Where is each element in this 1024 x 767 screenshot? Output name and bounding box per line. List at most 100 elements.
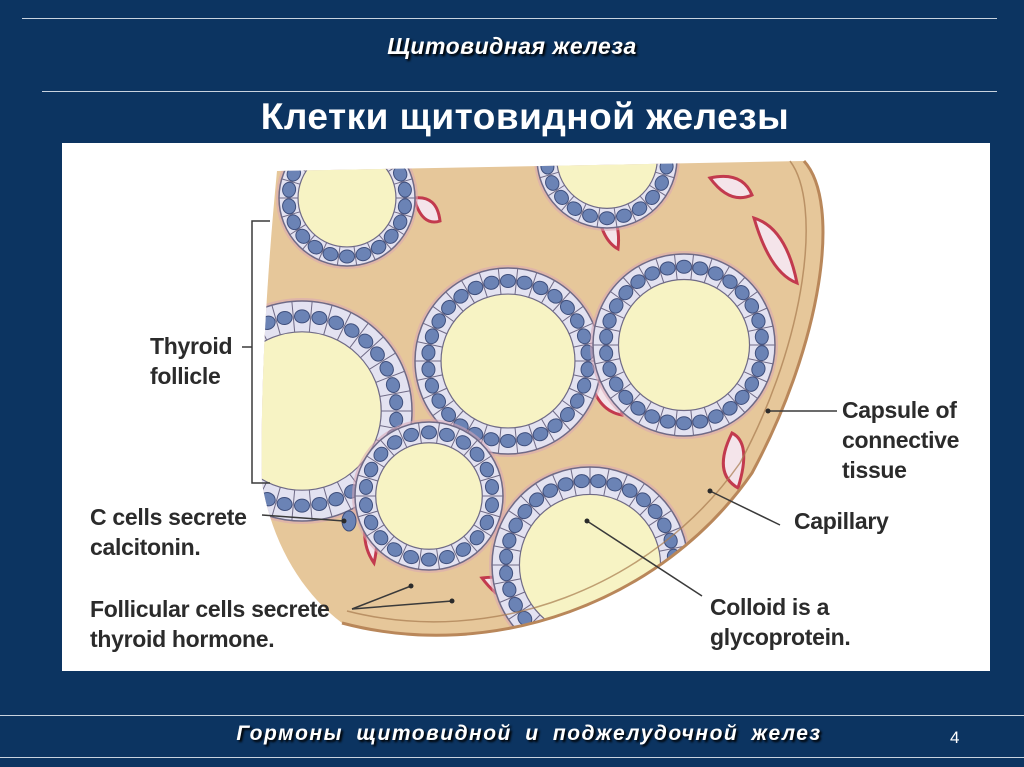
cell-border [432, 305, 455, 323]
colloid-leader-line [586, 520, 703, 597]
cell-border [655, 258, 665, 283]
nucleus [608, 376, 624, 392]
cell-border [417, 548, 422, 570]
cell-border [393, 211, 413, 218]
nucleus [201, 412, 215, 428]
nucleus [282, 198, 297, 215]
cell-border [379, 390, 411, 397]
nucleus [754, 328, 769, 345]
nucleus [751, 361, 766, 378]
nucleus [386, 435, 403, 450]
follicular-leader-line-1 [351, 585, 412, 610]
cell-border [639, 195, 654, 212]
footer-rule-top [0, 715, 1024, 716]
cell-border [291, 301, 296, 333]
cell-border [436, 422, 441, 444]
cell-border [353, 246, 358, 266]
nucleus [666, 565, 681, 582]
capillary-9 [721, 430, 746, 491]
cell-border [560, 195, 575, 212]
nucleus [654, 175, 669, 191]
nucleus [532, 280, 549, 296]
cell-border [547, 184, 565, 197]
nucleus [208, 444, 226, 463]
cell-border [493, 578, 521, 585]
cell-border [743, 307, 768, 319]
cell-border [380, 439, 395, 457]
cell-border [535, 483, 552, 507]
cell-border [528, 424, 538, 450]
cell-border [561, 399, 584, 417]
nucleus [631, 201, 648, 216]
capillary-2 [412, 196, 442, 224]
cell-border [703, 258, 713, 283]
cell-border [552, 291, 571, 312]
cell-border [736, 291, 758, 307]
cell-border [655, 171, 675, 179]
colloid [518, 493, 662, 636]
cell-border [743, 371, 768, 383]
cell-border [397, 544, 408, 564]
nucleus [306, 143, 326, 158]
cell-border [716, 265, 730, 289]
thyroid-illustration [194, 143, 837, 656]
nucleus [659, 143, 674, 158]
nucleus [722, 274, 738, 290]
nucleus [590, 642, 606, 656]
nucleus [630, 274, 646, 290]
nucleus [630, 400, 646, 416]
cell-border [323, 305, 333, 335]
nucleus [751, 312, 766, 329]
label-colloid-line-2: glycoprotein. [710, 624, 851, 650]
cell-border [541, 280, 555, 304]
nucleus [294, 498, 310, 513]
colloid [375, 442, 483, 550]
cell-border [387, 224, 405, 236]
cell-border [194, 426, 224, 432]
nucleus [386, 542, 403, 557]
label-thyroid-follicle: Thyroid follicle [150, 331, 233, 391]
cell-border [570, 634, 577, 636]
cell-border [497, 268, 502, 295]
nucleus [421, 344, 436, 361]
nucleus [573, 474, 590, 489]
nucleus [328, 315, 345, 330]
cell-border [540, 143, 559, 144]
cell-border [568, 387, 594, 400]
nucleus [556, 637, 574, 654]
nucleus [570, 313, 585, 329]
nucleus [559, 406, 575, 423]
capillary-8 [751, 215, 799, 286]
cell-border [736, 383, 758, 399]
nucleus [744, 298, 760, 314]
nucleus [499, 548, 514, 565]
label-capsule: Capsule of connective tissue [842, 395, 959, 485]
nucleus [340, 143, 355, 146]
cell-border [357, 510, 379, 518]
cell-border [648, 603, 672, 620]
cell-border [622, 393, 641, 413]
cell-border [281, 211, 301, 218]
capsule-leader-dot [765, 408, 771, 414]
thyroid-diagram: Thyroid follicle Capsule of connective t… [62, 143, 990, 671]
nucleus [328, 492, 345, 507]
label-follicular-cells-line-2: thyroid hormone. [90, 626, 275, 652]
cell-border [375, 370, 405, 383]
cell-border [493, 545, 521, 552]
nucleus [424, 328, 440, 345]
nucleus [644, 409, 661, 424]
nucleus [469, 446, 485, 462]
nucleus [311, 496, 328, 512]
cell-border [613, 207, 618, 228]
label-capillary: Capillary [794, 506, 889, 536]
label-capsule-line-1: Capsule of [842, 397, 957, 423]
c-cells-leader-line [261, 514, 345, 522]
cell-border [208, 453, 234, 469]
label-colloid: Colloid is a glycoprotein. [710, 592, 851, 652]
cell-border [594, 358, 621, 365]
label-thyroid-follicle-line-1: Thyroid [150, 333, 233, 359]
follicle-7 [534, 143, 680, 231]
cell-border [628, 623, 645, 636]
nucleus [659, 414, 676, 429]
nucleus [393, 214, 408, 231]
